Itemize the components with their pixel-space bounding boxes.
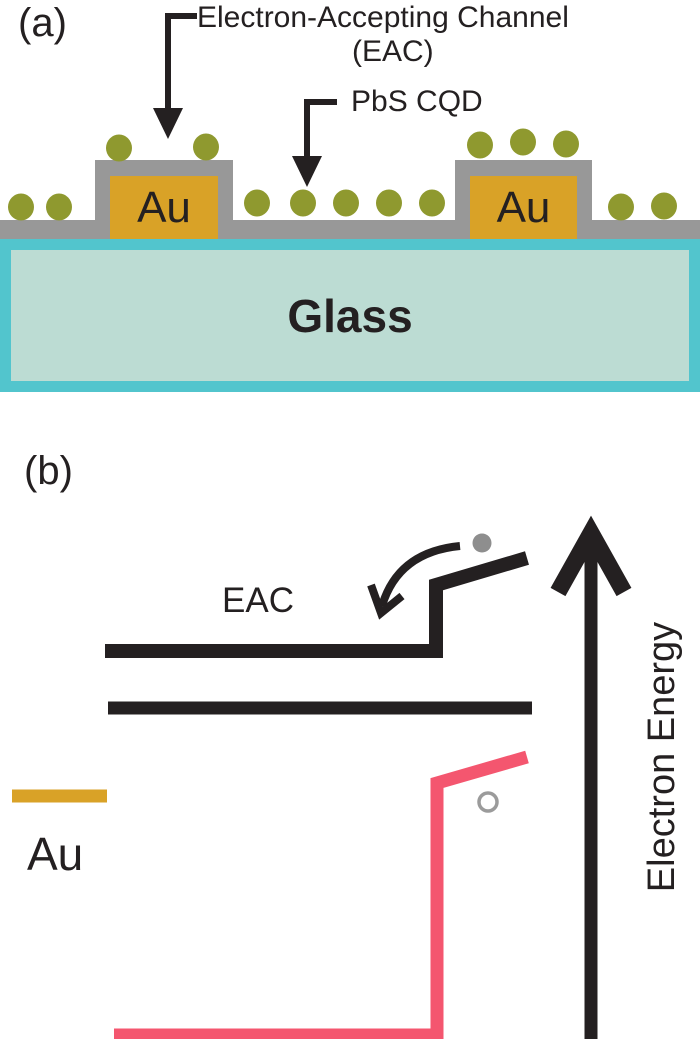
panel-b-label: (b): [24, 449, 73, 493]
eac-conduction-band-line: [105, 551, 529, 658]
gold-electrode-right-label: Au: [496, 182, 551, 232]
arrow-up-icon: [550, 515, 632, 597]
pbs-cqd-annotation: PbS CQD: [351, 85, 483, 118]
electron-transfer-arrow: [367, 542, 461, 620]
gold-electrode-left-label: Au: [137, 182, 191, 232]
glass-substrate-label: Glass: [287, 289, 413, 342]
curved-arrowhead-icon: [367, 583, 405, 620]
arrow-down-icon: [292, 156, 322, 187]
electron-dot: [472, 533, 492, 553]
glass-substrate: Glass: [0, 239, 700, 392]
hole-circle: [477, 791, 499, 813]
electron-energy-axis-label: Electron Energy: [641, 621, 684, 893]
eac-annotation-line1: Electron-Accepting Channel: [197, 1, 569, 34]
eac-annotation-line2: (EAC): [352, 35, 434, 68]
gold-electrode-left: Au: [110, 176, 218, 239]
eac-band-label: EAC: [222, 581, 294, 620]
eac-leader-arrow: [153, 13, 197, 139]
gold-electrode-right: Au: [470, 176, 577, 239]
pbs-leader-arrow: [292, 99, 337, 187]
arrow-down-icon: [153, 108, 183, 139]
cqd-valence-band-line: [114, 750, 529, 1039]
electron-energy-axis-arrow: [550, 515, 632, 1039]
au-level-label: Au: [27, 828, 84, 880]
panel-a-label: (a): [18, 1, 67, 45]
